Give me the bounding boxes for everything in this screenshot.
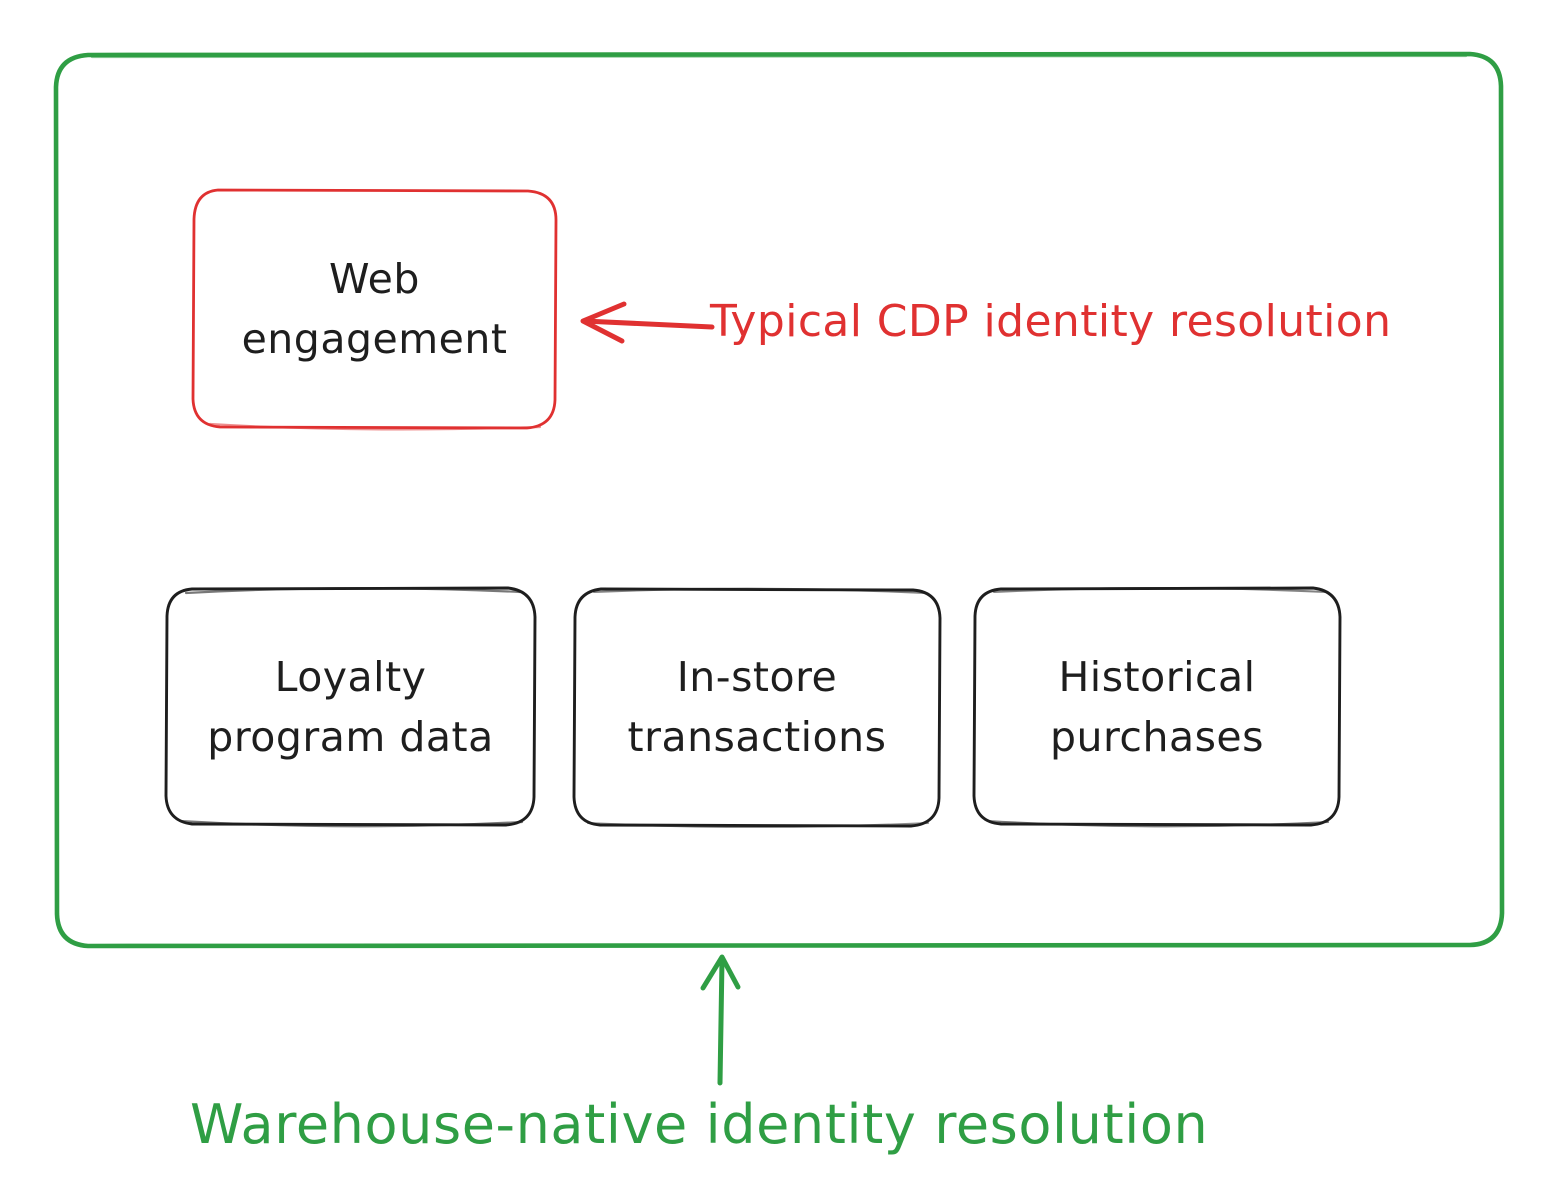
in-store-transactions-label: In-store transactions: [574, 588, 940, 826]
web-engagement-label-line1: Web: [329, 255, 420, 303]
historical-purchases-label-line1: Historical: [1058, 652, 1256, 701]
loyalty-program-data-label: Loyalty program data: [166, 588, 535, 825]
warehouse-native-identity-resolution-caption: Warehouse-native identity resolution: [190, 1093, 1209, 1156]
red-arrow-icon: [580, 301, 715, 344]
web-engagement-label-line2: engagement: [241, 315, 508, 363]
in-store-transactions-label-line2: transactions: [627, 713, 887, 761]
historical-purchases-label: Historical purchases: [974, 588, 1340, 825]
loyalty-program-data-label-line1: Loyalty: [274, 652, 427, 701]
typical-cdp-identity-resolution-annotation: Typical CDP identity resolution: [710, 296, 1392, 347]
historical-purchases-label-line2: purchases: [1049, 712, 1265, 761]
web-engagement-label: Web engagement: [193, 190, 556, 428]
loyalty-program-data-label-line2: program data: [207, 712, 494, 761]
in-store-transactions-label-line1: In-store: [676, 653, 838, 701]
green-arrow-icon: [700, 954, 741, 1086]
